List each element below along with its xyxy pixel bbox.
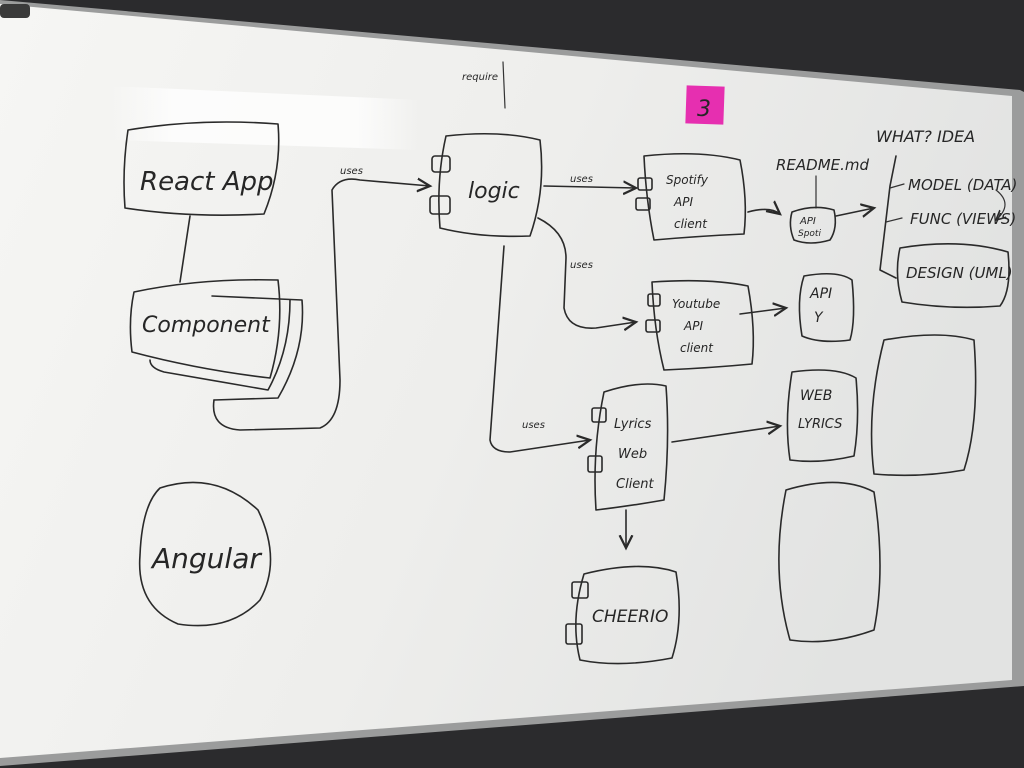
idea-list-tick-2 bbox=[885, 217, 903, 223]
idea-return-arrow bbox=[996, 189, 1005, 220]
empty-box-2 bbox=[778, 481, 881, 643]
web-lyrics-line2: LYRICS bbox=[798, 417, 842, 432]
cheerio-label: CHEERIO bbox=[592, 607, 668, 627]
uses-label-3: uses bbox=[570, 260, 593, 271]
cheerio-node: CHEERIO bbox=[565, 565, 680, 665]
whiteboard-surface bbox=[0, 4, 1012, 758]
youtube-line1: Youtube bbox=[672, 297, 720, 311]
logic-to-spotify-arrow bbox=[543, 186, 636, 188]
idea-item-func: FUNC (VIEWS) bbox=[910, 210, 1016, 228]
lyrics-to-web-arrow bbox=[671, 426, 780, 443]
api-spotify-line2: Spoti bbox=[798, 229, 821, 239]
spotify-line1: Spotify bbox=[666, 173, 709, 187]
youtube-line3: client bbox=[680, 341, 714, 355]
uses-label-2: uses bbox=[570, 174, 593, 185]
idea-list: WHAT? IDEA MODEL (DATA) FUNC (VIEWS) DES… bbox=[876, 127, 1017, 309]
uses-label-1: uses bbox=[340, 166, 363, 177]
lyrics-client-node: Lyrics Web Client bbox=[587, 383, 669, 511]
lyrics-line3: Client bbox=[616, 477, 655, 492]
api-to-idea-arrow bbox=[835, 208, 874, 216]
lyrics-line1: Lyrics bbox=[614, 417, 652, 432]
idea-item-model: MODEL (DATA) bbox=[908, 176, 1017, 194]
angular-label: Angular bbox=[150, 542, 262, 575]
spotify-to-api-arrow bbox=[747, 209, 780, 214]
component-to-logic-arrow bbox=[212, 179, 430, 431]
web-lyrics-node: WEB LYRICS bbox=[786, 369, 859, 463]
idea-list-title: WHAT? IDEA bbox=[876, 127, 975, 146]
require-line bbox=[502, 61, 506, 109]
api-spotify-line1: API bbox=[799, 216, 816, 227]
react-app-label: React App bbox=[140, 167, 274, 197]
api-youtube-line1: API bbox=[809, 286, 832, 302]
idea-item-design: DESIGN (UML) bbox=[906, 264, 1013, 282]
angular-node: Angular bbox=[138, 481, 272, 627]
spotify-line2: API bbox=[673, 195, 693, 209]
sticky-note: 3 bbox=[685, 85, 725, 125]
api-youtube-node: API Y bbox=[798, 272, 855, 343]
uses-label-4: uses bbox=[522, 420, 545, 431]
api-spotify-node: API Spoti bbox=[789, 206, 837, 244]
light-glare bbox=[110, 86, 420, 150]
web-lyrics-line1: WEB bbox=[800, 388, 832, 404]
idea-list-bracket bbox=[879, 155, 897, 279]
empty-box-1 bbox=[870, 334, 977, 477]
readme-label: README.md bbox=[776, 156, 870, 174]
spotify-line3: client bbox=[674, 217, 708, 231]
component-label: Component bbox=[142, 313, 271, 338]
logic-to-youtube-arrow bbox=[537, 217, 636, 328]
youtube-client-node: Youtube API client bbox=[645, 279, 755, 371]
react-component-link bbox=[179, 215, 191, 283]
logic-node: logic bbox=[429, 132, 543, 238]
svg-text:3: 3 bbox=[697, 97, 711, 122]
youtube-line2: API bbox=[683, 319, 703, 333]
logic-to-lyrics-arrow bbox=[489, 245, 590, 453]
react-app-node: React App bbox=[123, 121, 280, 216]
youtube-to-api-arrow bbox=[739, 308, 786, 314]
design-highlight-box bbox=[896, 243, 1010, 309]
spotify-client-node: Spotify API client bbox=[635, 152, 747, 241]
component-node: Component bbox=[129, 278, 304, 401]
lyrics-line2: Web bbox=[618, 447, 647, 462]
require-label: require bbox=[462, 72, 498, 83]
api-youtube-line2: Y bbox=[814, 310, 824, 326]
logic-label: logic bbox=[468, 179, 520, 204]
idea-list-tick-1 bbox=[889, 183, 905, 189]
marker-tray-clip bbox=[0, 4, 30, 18]
